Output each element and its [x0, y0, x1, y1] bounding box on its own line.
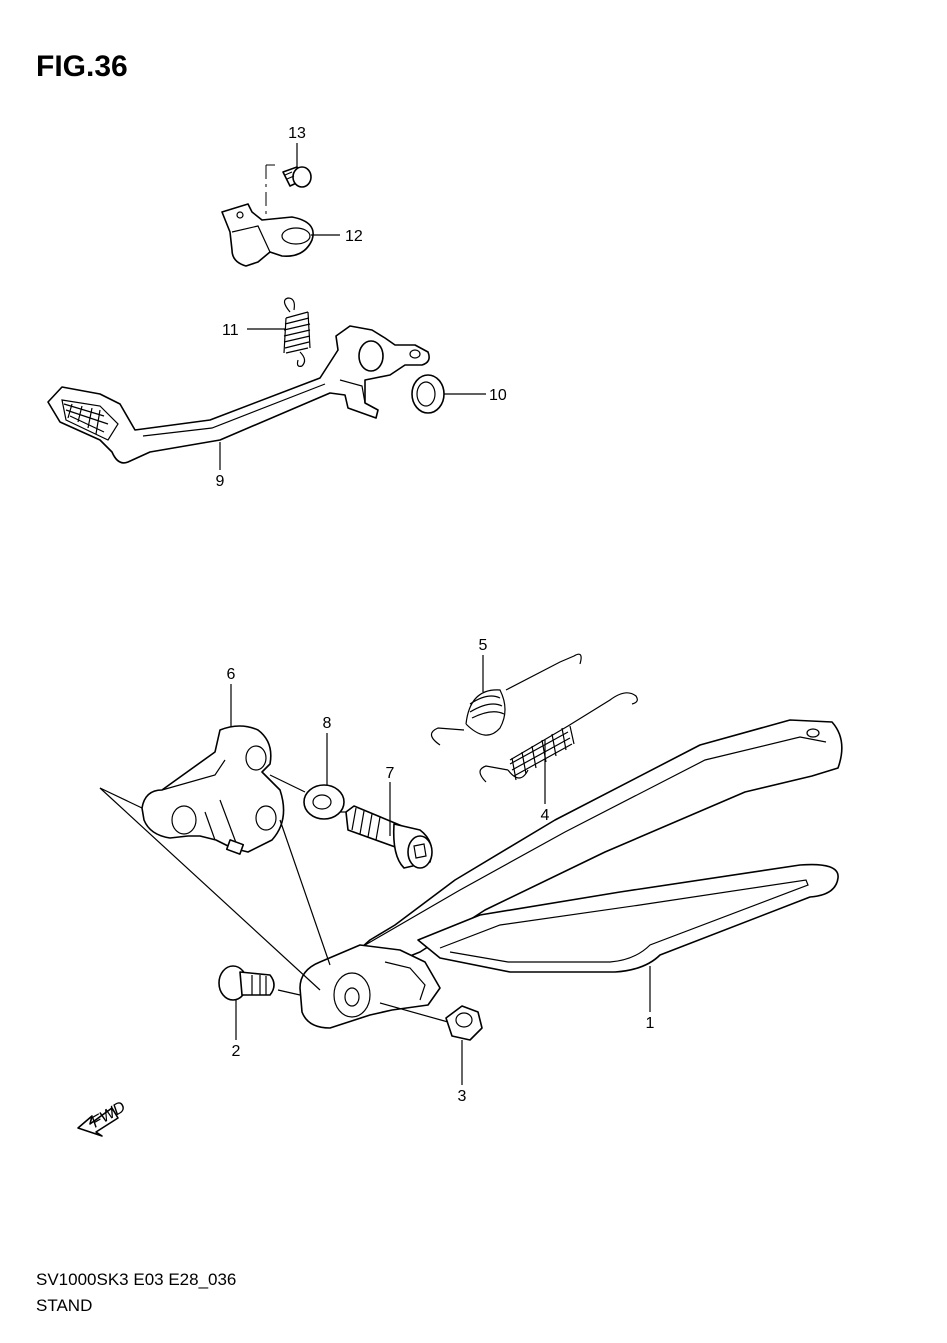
leader-lines: [219, 143, 651, 1085]
part-1-pivot-boss: [299, 944, 441, 1029]
assembly-guide-lines: [99, 774, 449, 1023]
callout-labels: 13 12 11 10 9 5 6 8 7 4 1 2 3: [216, 125, 655, 1105]
callout-12: 12: [345, 228, 363, 245]
callout-4: 4: [541, 807, 550, 824]
callout-8: 8: [323, 715, 332, 732]
part-3-nut: [445, 1005, 483, 1041]
part-10-washer: [411, 374, 445, 414]
callout-5: 5: [479, 637, 488, 654]
callout-6: 6: [227, 666, 236, 683]
section-name: STAND: [36, 1296, 93, 1315]
part-12-bracket: [221, 203, 314, 267]
fwd-direction-arrow: FWD: [77, 1098, 129, 1137]
alignment-line: [265, 164, 275, 225]
model-code: SV1000SK3 E03 E28_036: [36, 1270, 237, 1289]
part-1-stand-loop: [417, 863, 839, 973]
callout-13: 13: [288, 125, 306, 142]
part-5-spring: [430, 653, 582, 746]
part-6-bracket: [141, 725, 285, 855]
figure-title: FIG.36: [36, 50, 128, 83]
callout-11: 11: [222, 322, 239, 339]
part-13-bolt: [282, 166, 312, 188]
part-8-washer: [303, 784, 345, 820]
part-7-bolt: [345, 805, 433, 869]
part-1-stand-leg: [341, 719, 843, 966]
callout-1: 1: [646, 1015, 655, 1032]
part-2-bolt: [218, 965, 275, 1001]
callout-2: 2: [232, 1043, 241, 1060]
callout-9: 9: [216, 473, 225, 490]
fwd-label: FWD: [89, 1098, 129, 1131]
part-9-pedal: [47, 325, 430, 464]
callout-10: 10: [489, 387, 507, 404]
part-4-spring: [479, 692, 638, 783]
part-11-spring: [283, 297, 311, 367]
callout-3: 3: [458, 1088, 467, 1105]
callout-7: 7: [386, 765, 395, 782]
